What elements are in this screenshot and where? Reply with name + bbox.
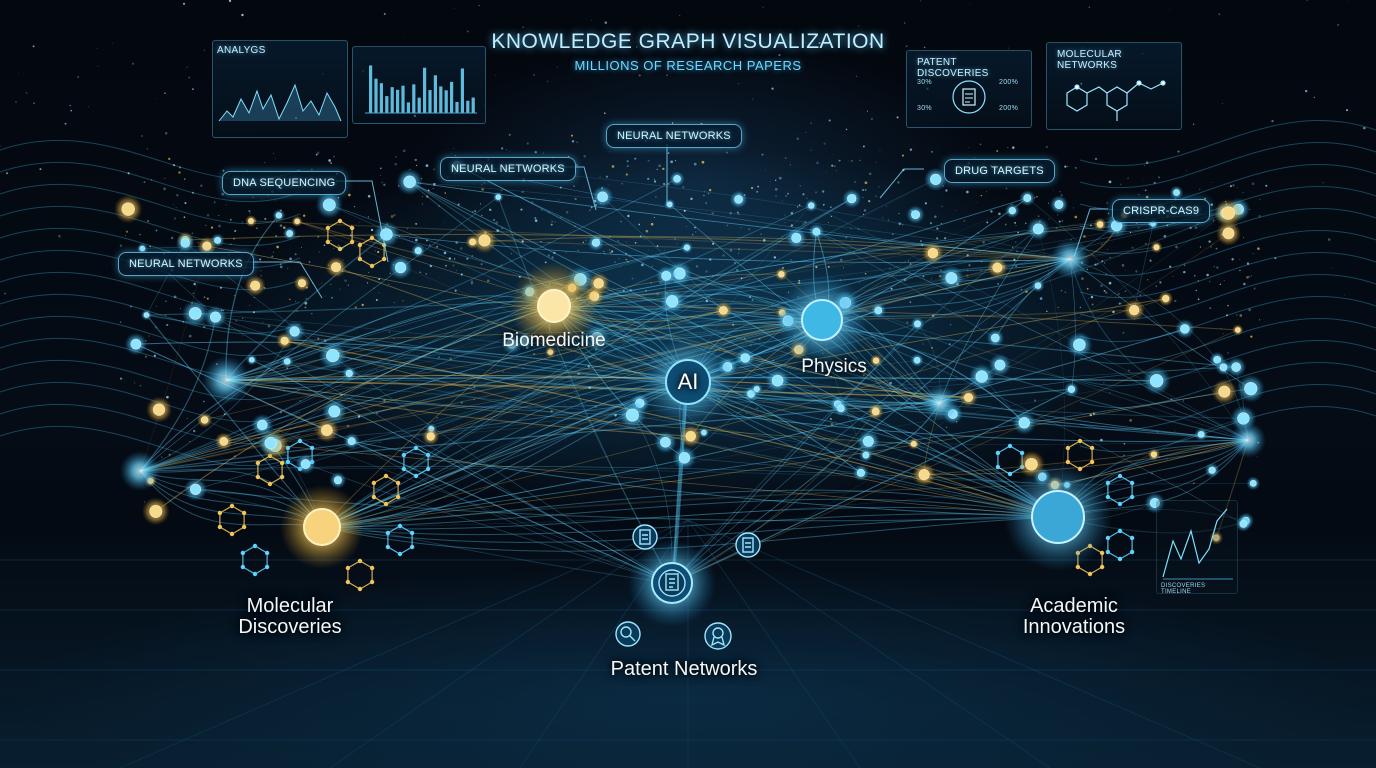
magnifier-icon[interactable] [615, 621, 641, 647]
patent-panel-title: PATENT DISCOVERIES [917, 57, 989, 79]
patent-networks-label: Patent Networks [610, 658, 758, 680]
patent-icon-nodes [615, 524, 761, 650]
molecular-networks-panel: MOLECULAR NETWORKS [1046, 42, 1182, 130]
document-icon[interactable] [735, 532, 761, 558]
analytics-sparkline [218, 83, 342, 122]
analytics-panel-title: ANALYGS [217, 45, 266, 56]
biomedicine-hub-node[interactable] [537, 289, 571, 323]
timeline-caption: DISCOVERIES TIMELINE [1161, 583, 1206, 595]
patent-stat-4: 200% [999, 105, 1019, 112]
mini-bar-chart [365, 65, 477, 114]
timeline-chart-panel: DISCOVERIES TIMELINE [1156, 500, 1238, 595]
physics-hub-node[interactable] [801, 299, 843, 341]
molecular-hub-node[interactable] [303, 508, 341, 546]
physics-hub-label: Physics [801, 356, 867, 377]
left-hub-node [202, 356, 250, 404]
molecular-discoveries-label: Molecular Discoveries [216, 596, 364, 638]
document-icon[interactable] [658, 569, 686, 597]
certificate-icon[interactable] [704, 622, 732, 650]
academic-hub-node[interactable] [1031, 490, 1085, 544]
far-left-hub-node [120, 451, 160, 491]
molecular-discoveries-line2: Discoveries [238, 616, 342, 638]
timeline-sparkline [1162, 508, 1233, 580]
callout-neural-networks-mid[interactable]: NEURAL NETWORKS [440, 157, 576, 181]
side-wave-lines [0, 119, 1376, 466]
hub-nodes [120, 239, 1266, 627]
molecular-discoveries-line1: Molecular [246, 595, 334, 617]
patent-stat-3: 30% [917, 105, 932, 112]
academic-innovations-label: Academic Innovations [996, 596, 1152, 638]
callout-dna-sequencing[interactable]: DNA SEQUENCING [222, 171, 347, 195]
far-right-hub-node [1230, 422, 1266, 458]
page-subtitle: MILLIONS OF RESEARCH PAPERS [574, 58, 802, 73]
patent-stat-2: 200% [999, 79, 1019, 86]
graph-nodes [113, 156, 1265, 545]
callout-drug-targets[interactable]: DRUG TARGETS [944, 159, 1055, 183]
patent-stat-1: 30% [917, 79, 932, 86]
particle-dust [119, 133, 1262, 503]
patent-discoveries-panel: PATENT DISCOVERIES 30% 200% 30% 200% [906, 50, 1032, 128]
academic-innovations-line2: Innovations [1022, 616, 1126, 638]
document-icon[interactable] [632, 524, 658, 550]
right-upper-hub-node [1050, 239, 1090, 279]
document-icon [952, 80, 986, 114]
molecular-panel-title: MOLECULAR NETWORKS [1057, 49, 1122, 71]
biomedicine-hub-label: Biomedicine [502, 330, 606, 351]
callout-leaders [244, 144, 1108, 299]
academic-innovations-line1: Academic [1030, 595, 1118, 617]
bar-chart-panel [352, 46, 486, 124]
ai-hub-node[interactable] [665, 359, 711, 405]
callout-crispr-cas9[interactable]: CRISPR-CAS9 [1112, 199, 1211, 223]
analytics-panel: ANALYGS [212, 40, 348, 138]
callout-neural-networks-left[interactable]: NEURAL NETWORKS [118, 252, 254, 276]
callout-neural-networks-top[interactable]: NEURAL NETWORKS [606, 124, 742, 148]
ai-hub-label: AI [677, 369, 699, 394]
page-title: KNOWLEDGE GRAPH VISUALIZATION [491, 30, 885, 53]
right-mid-hub-node [922, 385, 958, 421]
molecule-icon [1066, 80, 1166, 121]
